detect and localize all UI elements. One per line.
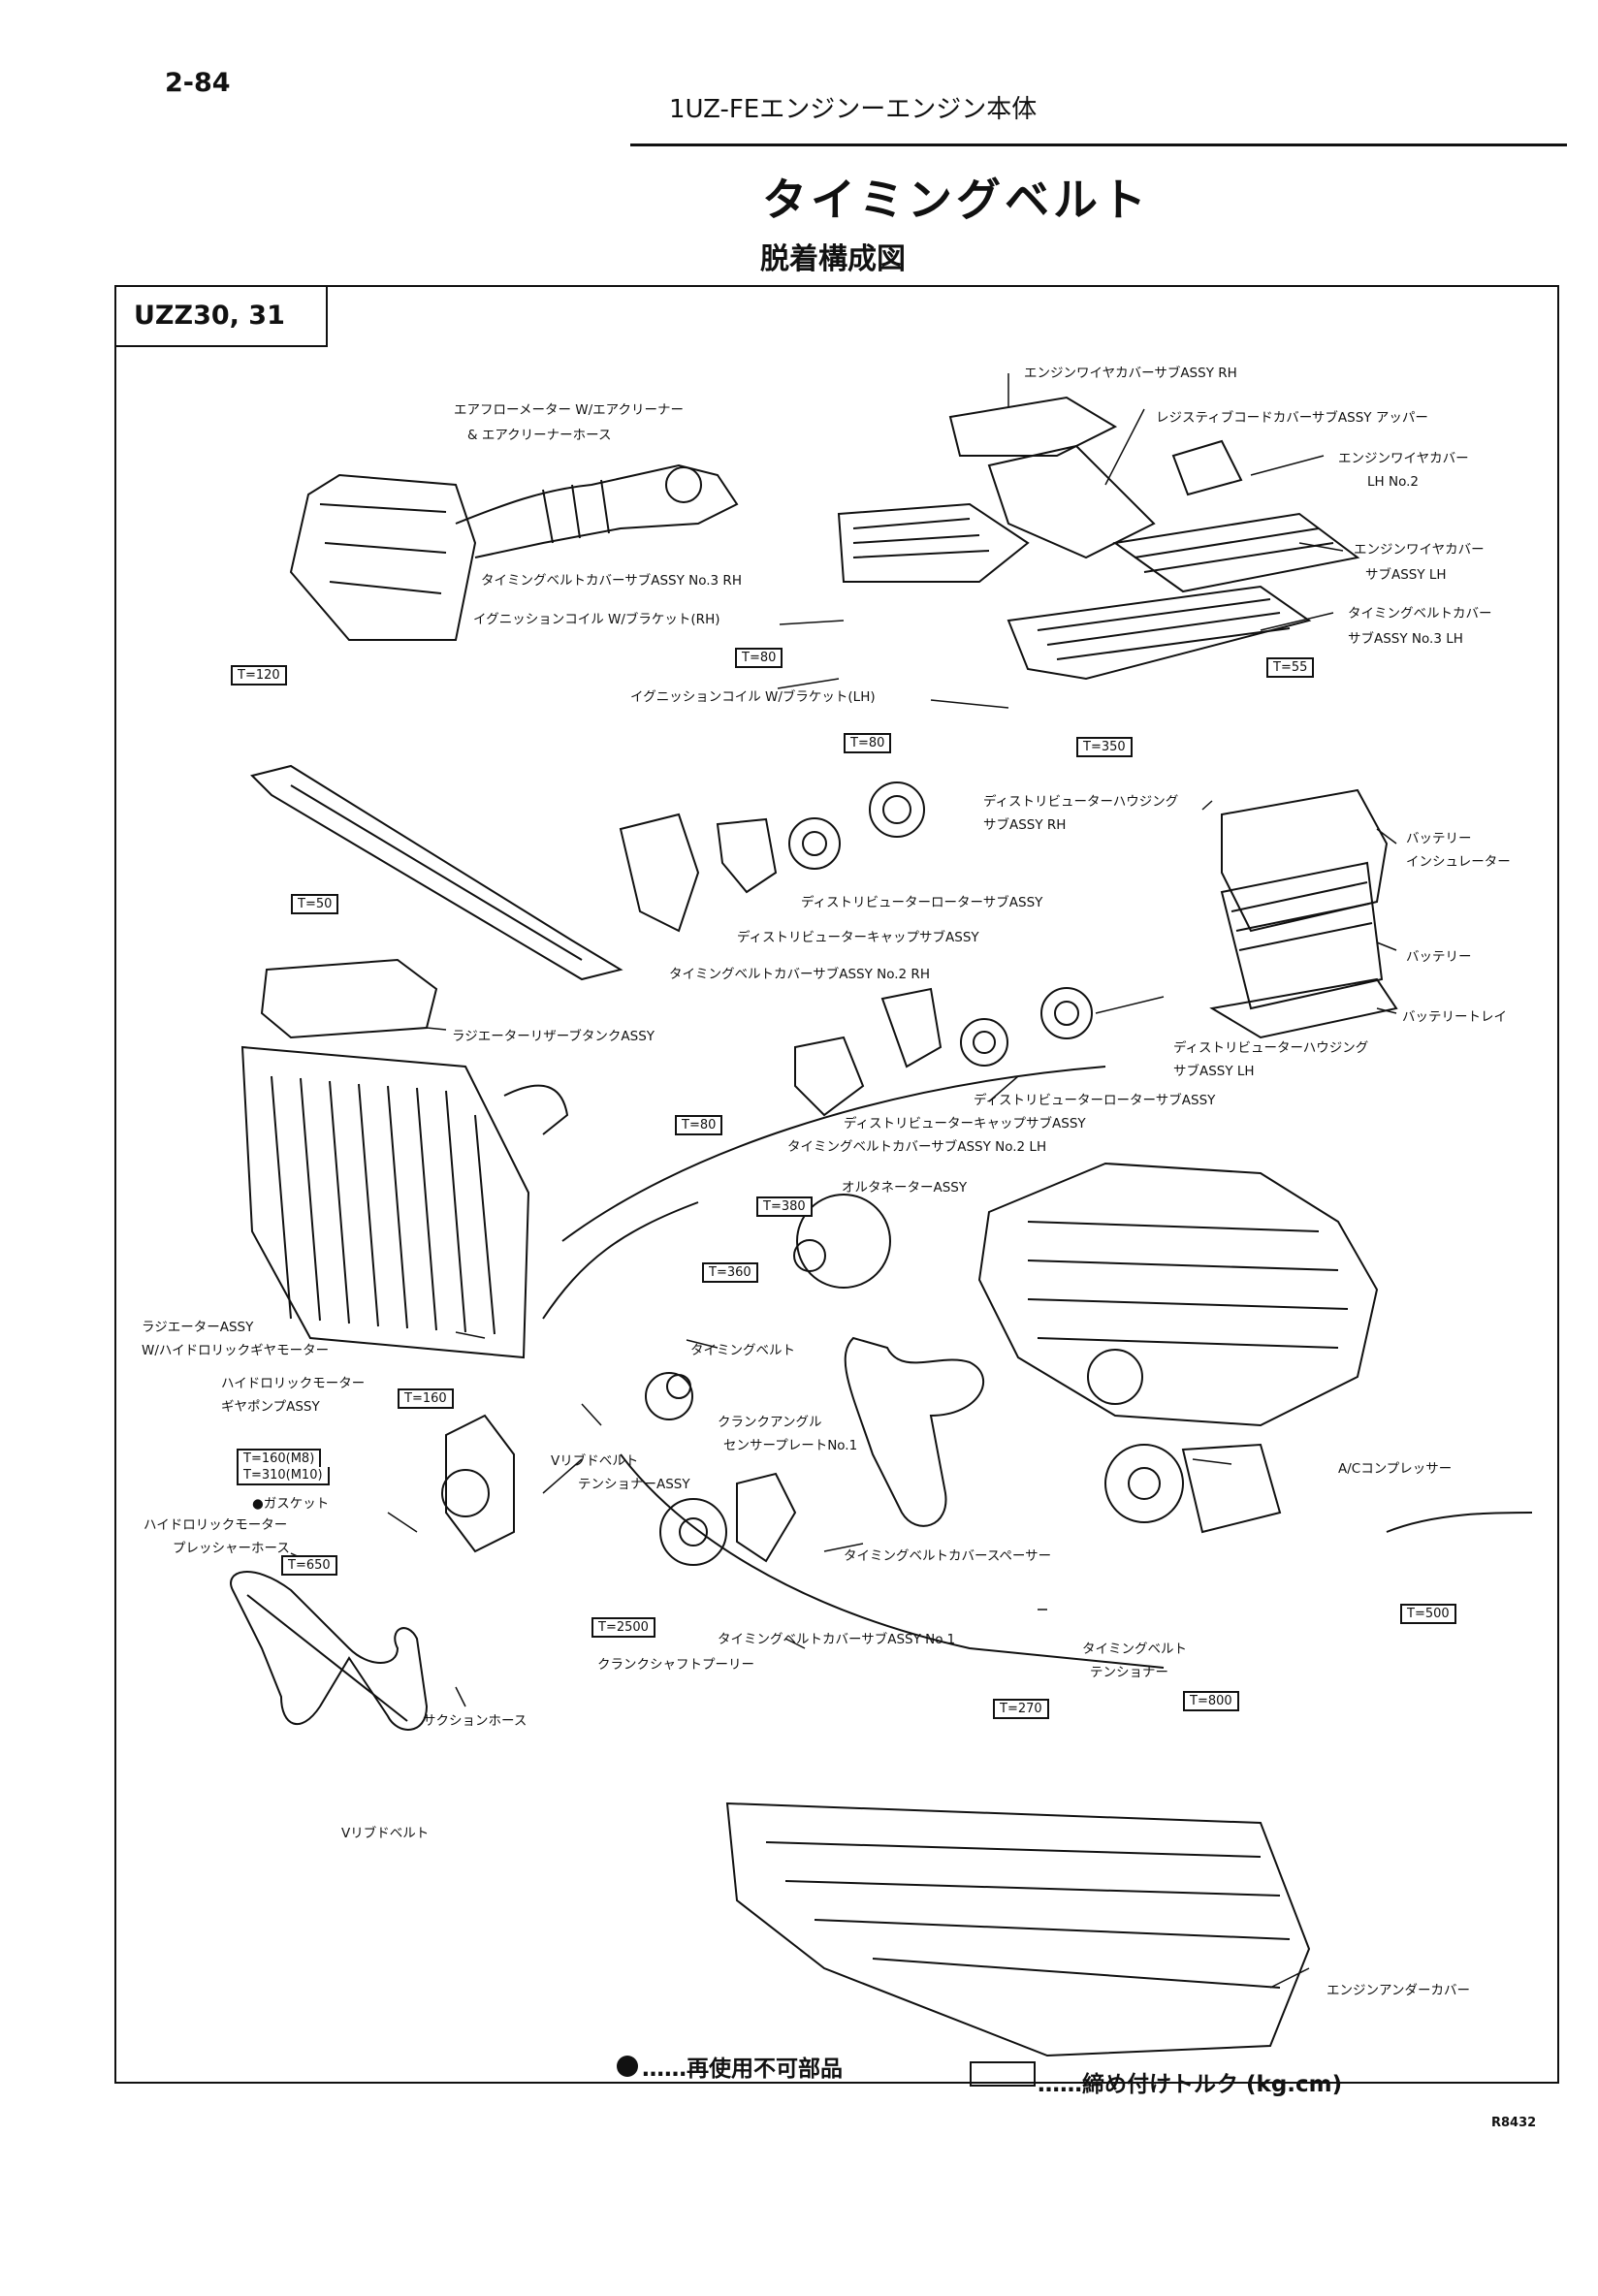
timing-belt-part <box>844 1336 985 1527</box>
torque-box-t55: T=55 <box>1266 657 1315 678</box>
figure-code: R8432 <box>1491 2116 1537 2130</box>
page-title: タイミングベルト <box>762 174 1150 226</box>
label-gasket: ●ガスケット <box>252 1496 330 1512</box>
engine-wire-cover-part <box>837 396 1360 681</box>
torque-box-t360: T=360 <box>702 1262 758 1283</box>
label-air-flow-meter: エアフローメーター W/エアクリーナー <box>454 402 684 418</box>
label-distributor-cap-rh: ディストリビューターキャップサブASSY <box>737 930 979 945</box>
torque-box-t350: T=350 <box>1076 737 1133 757</box>
label-engine-wire-cover-lh2-no: LH No.2 <box>1367 474 1419 490</box>
torque-box-t380: T=380 <box>756 1196 813 1217</box>
label-timing-tensioner: タイミングベルト <box>1082 1642 1187 1657</box>
torque-box-t80-coil-lh: T=80 <box>844 733 892 753</box>
label-timing-cover-no1: タイミングベルトカバーサブASSY No.1 <box>718 1632 956 1647</box>
label-distributor-housing-rh-sub: サブASSY RH <box>983 817 1067 833</box>
torque-box-t80-cover: T=80 <box>675 1115 723 1135</box>
label-battery-insulator: バッテリー <box>1406 831 1472 846</box>
label-timing-cover-no2-rh: タイミングベルトカバーサブASSY No.2 RH <box>669 967 930 982</box>
label-distributor-rotor-lh: ディストリビューターローターサブASSY <box>974 1093 1216 1108</box>
label-radiator-sub: W/ハイドロリックギヤモーター <box>142 1343 330 1358</box>
label-distributor-cap-lh: ディストリビューターキャップサブASSY <box>844 1116 1086 1132</box>
label-v-ribbed-tensioner: Vリブドベルト <box>551 1453 639 1469</box>
label-crankshaft-pulley: クランクシャフトプーリー <box>597 1657 754 1673</box>
label-timing-belt: タイミングベルト <box>690 1343 795 1358</box>
label-timing-cover-no3-lh-sub: サブASSY No.3 LH <box>1348 631 1463 647</box>
label-distributor-rotor-rh: ディストリビューターローターサブASSY <box>801 895 1043 910</box>
label-timing-tensioner-sub: テンショナー <box>1090 1665 1168 1680</box>
label-hydraulic-pump-sub: ギヤポンプASSY <box>221 1399 320 1415</box>
ac-compressor-part <box>1104 1443 1282 1534</box>
label-engine-under-cover: エンジンアンダーカバー <box>1326 1983 1470 1998</box>
legend-torque: ……締め付けトルク (kg.cm) <box>1038 2072 1343 2097</box>
non-reusable-dot-icon <box>617 2056 638 2077</box>
engine-block-part <box>977 1162 1379 1427</box>
torque-box-t310m10: T=310(M10) <box>237 1467 330 1485</box>
label-v-ribbed-belt: Vリブドベルト <box>341 1826 430 1841</box>
torque-box-t50: T=50 <box>291 894 339 914</box>
torque-box-icon <box>970 2061 1036 2087</box>
torque-box-t120: T=120 <box>231 665 287 686</box>
header-rule <box>630 144 1567 146</box>
alternator-part <box>793 1194 891 1289</box>
label-resistive-cord-cover: レジスティブコードカバーサブASSY アッパー <box>1156 410 1428 426</box>
label-distributor-housing-rh: ディストリビューターハウジング <box>983 794 1179 810</box>
radiator-part <box>240 1045 569 1359</box>
tensioner-part <box>441 1372 797 1566</box>
radiator-support-part <box>250 764 623 981</box>
label-pressure-hose-sub: プレッシャーホース <box>173 1541 290 1556</box>
label-ignition-coil-lh: イグニッションコイル W/ブラケット(LH) <box>630 689 876 705</box>
label-suction-hose: サクションホース <box>423 1713 527 1729</box>
label-radiator-reserve-tank: ラジエーターリザーブタンクASSY <box>452 1029 655 1044</box>
label-radiator: ラジエーターASSY <box>142 1320 254 1335</box>
air-cleaner-part <box>289 463 739 641</box>
label-hydraulic-pump: ハイドロリックモーター <box>221 1376 366 1391</box>
page-number: 2-84 <box>165 68 231 98</box>
model-tag: UZZ30, 31 <box>114 285 328 347</box>
label-air-cleaner-hose: & エアクリーナーホース <box>467 428 612 443</box>
label-battery-tray: バッテリートレイ <box>1402 1009 1507 1025</box>
label-battery: バッテリー <box>1406 949 1472 965</box>
timing-cover-lh-part <box>794 987 1093 1117</box>
label-pressure-hose: ハイドロリックモーター <box>144 1517 288 1533</box>
label-crank-angle-plate-sub: センサープレートNo.1 <box>723 1438 858 1453</box>
label-engine-wire-cover-rh: エンジンワイヤカバーサブASSY RH <box>1024 366 1237 381</box>
v-ribbed-belt-part <box>230 1571 429 1731</box>
torque-box-t500: T=500 <box>1400 1604 1456 1624</box>
label-engine-wire-cover-lh-sub: サブASSY LH <box>1365 567 1447 583</box>
leader-lines <box>290 373 1397 1989</box>
label-ac-compressor: A/Cコンプレッサー <box>1338 1461 1453 1477</box>
label-timing-cover-spacer: タイミングベルトカバースペーサー <box>844 1548 1052 1564</box>
under-cover-part <box>725 1802 1311 2057</box>
torque-box-t270: T=270 <box>993 1699 1049 1719</box>
page-subtitle: 脱着構成図 <box>760 242 906 276</box>
torque-box-t650: T=650 <box>281 1555 337 1576</box>
label-battery-insulator-sub: インシュレーター <box>1406 854 1511 870</box>
label-v-ribbed-tensioner-sub: テンショナーASSY <box>578 1477 690 1492</box>
label-distributor-housing-lh-sub: サブASSY LH <box>1173 1064 1255 1079</box>
label-timing-cover-no2-lh: タイミングベルトカバーサブASSY No.2 LH <box>787 1139 1047 1155</box>
torque-box-t2500: T=2500 <box>591 1617 655 1638</box>
diagram-frame <box>114 285 1559 2084</box>
label-alternator: オルタネーターASSY <box>842 1180 968 1196</box>
vehicle-body-outline <box>542 1066 1533 1669</box>
torque-box-t160: T=160 <box>398 1388 454 1409</box>
reserve-tank-part <box>260 958 438 1039</box>
label-ignition-coil-rh: イグニッションコイル W/ブラケット(RH) <box>473 612 720 627</box>
timing-cover-rh-part <box>619 781 925 933</box>
torque-box-t800: T=800 <box>1183 1691 1239 1711</box>
legend-non-reusable: ……再使用不可部品 <box>642 2057 843 2082</box>
label-engine-wire-cover-lh2: エンジンワイヤカバー <box>1338 451 1469 466</box>
label-engine-wire-cover-lh: エンジンワイヤカバー <box>1354 542 1485 558</box>
label-crank-angle-plate: クランクアングル <box>718 1415 822 1430</box>
label-timing-cover-no3-lh: タイミングベルトカバー <box>1348 606 1492 622</box>
torque-box-t80-coil-rh: T=80 <box>735 648 783 668</box>
label-timing-cover-no3-rh: タイミングベルトカバーサブASSY No.3 RH <box>481 573 742 589</box>
label-distributor-housing-lh: ディストリビューターハウジング <box>1173 1040 1369 1056</box>
battery-part <box>1209 788 1398 1039</box>
section-title: 1UZ-FEエンジンーエンジン本体 <box>669 95 1038 124</box>
torque-box-t160m8: T=160(M8) <box>237 1449 322 1467</box>
